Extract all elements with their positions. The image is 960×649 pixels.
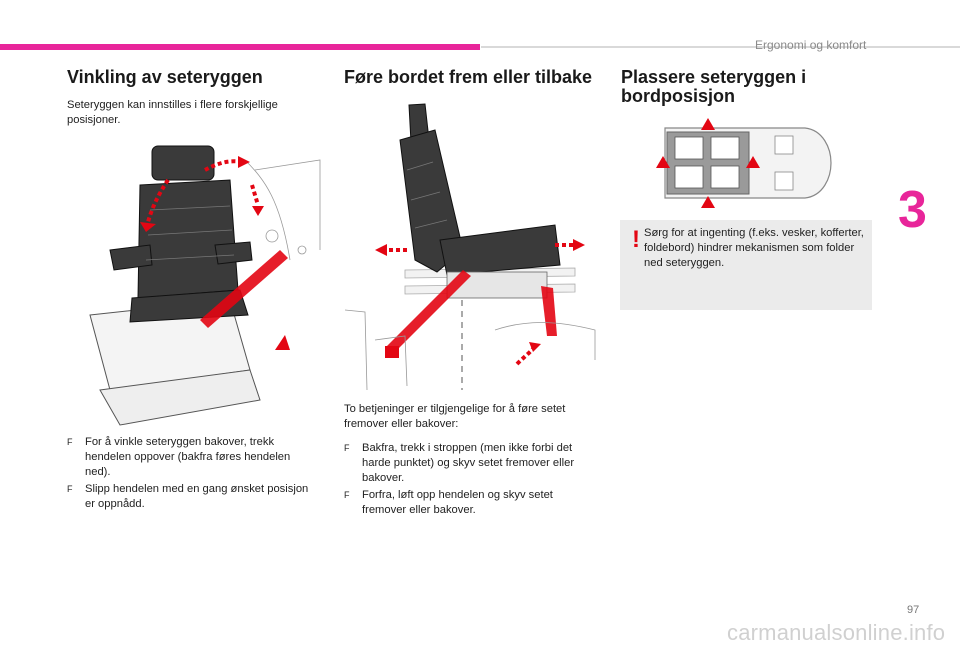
col2-bullet-2: F Forfra, løft opp hendelen og skyv sete… [344, 488, 596, 518]
page-number: 97 [907, 604, 920, 616]
watermark-text: carmanualsonline.info [727, 620, 946, 645]
bullet-mark: F [67, 484, 73, 494]
col3-title: Plassere seteryggen i bordposisjon [621, 68, 806, 106]
col1-bullet-2: F Slipp hendelen med en gang ønsket posi… [67, 482, 312, 512]
section-title: Ergonomi og komfort [755, 38, 867, 52]
bullet-mark: F [344, 443, 350, 453]
vehicle-topview-illustration [656, 118, 832, 208]
col1-intro: Seteryggen kan innstilles i flere forskj… [67, 99, 278, 126]
bullet-text: Slipp hendelen med en gang ønsket posisj… [85, 483, 309, 510]
warning-icon: ! [632, 226, 640, 253]
warning-box: ! Sørg for at ingenting (f.eks. vesker, … [620, 220, 872, 310]
col1-bullet-1: F For å vinkle seteryggen bakover, trekk… [67, 435, 312, 480]
seat-slide-illustration [345, 103, 596, 390]
col2-bullet-1: F Bakfra, trekk i stroppen (men ikke for… [344, 441, 596, 486]
header-accent-bar [0, 44, 480, 50]
col2-intro: To betjeninger er tilgjengelige for å fø… [344, 403, 566, 430]
bullet-text: Bakfra, trekk i stroppen (men ikke forbi… [362, 442, 575, 484]
bullet-mark: F [67, 437, 73, 447]
col1-title: Vinkling av seteryggen [67, 67, 263, 87]
bullet-mark: F [344, 490, 350, 500]
col3-title-line2: bordposisjon [621, 86, 735, 106]
warning-text: Sørg for at ingenting (f.eks. vesker, ko… [644, 227, 864, 269]
seat-recline-illustration [89, 145, 321, 426]
col2-title: Føre bordet frem eller tilbake [344, 67, 593, 87]
chapter-number: 3 [898, 181, 927, 239]
col3-title-line1: Plassere seteryggen i [621, 67, 807, 87]
bullet-text: Forfra, løft opp hendelen og skyv setet … [362, 489, 553, 516]
bullet-text: For å vinkle seteryggen bakover, trekk h… [85, 436, 291, 478]
header-divider [481, 46, 960, 48]
